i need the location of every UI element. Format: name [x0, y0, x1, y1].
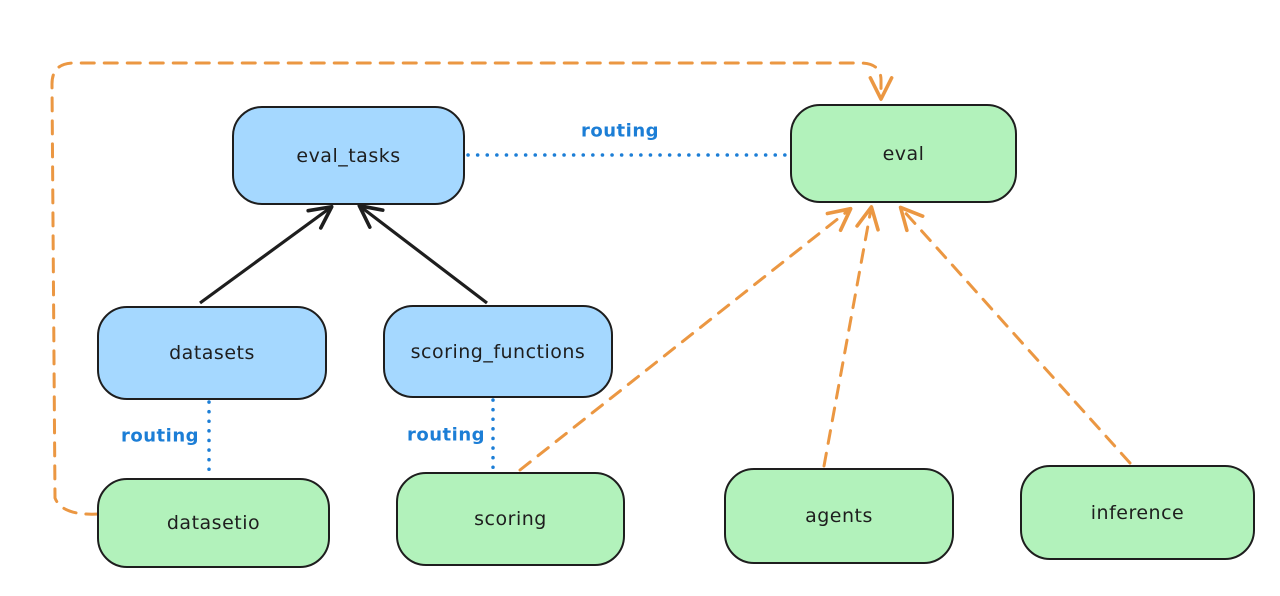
edge-datasetio-to-eval: [50, 61, 894, 516]
node-inference: inference: [1020, 465, 1255, 560]
edge-datasets-to-eval-tasks: [199, 204, 334, 305]
node-eval: eval: [790, 104, 1017, 203]
routing-label-eval-tasks-eval: routing: [580, 120, 660, 142]
node-datasets: datasets: [97, 306, 327, 400]
routing-label-datasets-datasetio: routing: [120, 425, 200, 447]
routing-label-scoring-functions-scoring: routing: [406, 424, 486, 446]
node-scoring-functions-label: scoring_functions: [410, 340, 586, 363]
node-eval-tasks: eval_tasks: [232, 106, 465, 205]
node-scoring: scoring: [396, 472, 625, 566]
node-inference-label: inference: [1090, 501, 1185, 524]
node-datasetio-label: datasetio: [166, 512, 261, 534]
edge-agents-to-eval: [822, 205, 880, 468]
node-agents: agents: [724, 468, 954, 564]
node-agents-label: agents: [805, 505, 873, 527]
node-datasetio: datasetio: [97, 478, 330, 568]
node-eval-tasks-label: eval_tasks: [296, 144, 401, 167]
node-datasets-label: datasets: [169, 342, 255, 364]
node-scoring-label: scoring: [474, 508, 547, 530]
edge-scoring-to-eval: [518, 206, 853, 472]
node-eval-label: eval: [882, 142, 925, 165]
edge-inference-to-eval: [898, 205, 1132, 465]
node-scoring-functions: scoring_functions: [383, 305, 613, 398]
edge-scoring-functions-to-eval-tasks: [357, 203, 488, 305]
